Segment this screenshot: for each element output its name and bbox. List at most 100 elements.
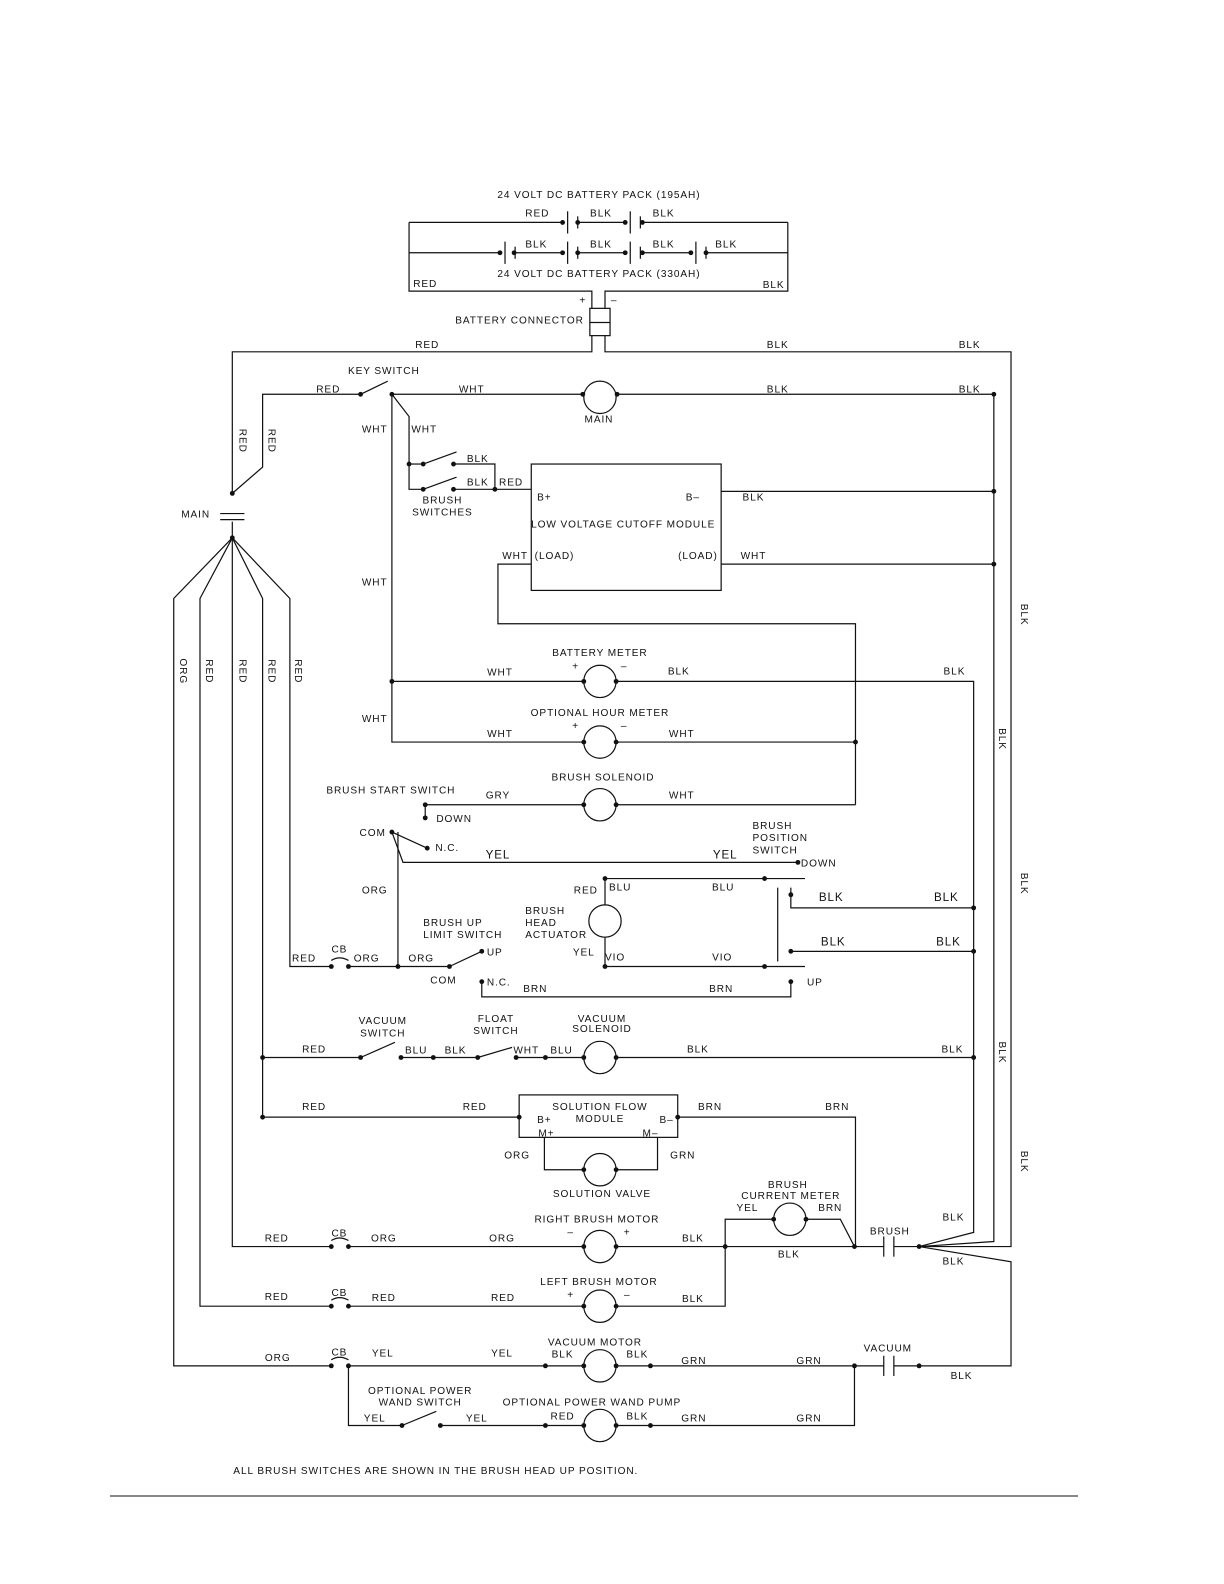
wire-color-label: ORG bbox=[489, 1233, 515, 1244]
junction-dot bbox=[971, 1055, 977, 1060]
junction-dot bbox=[795, 859, 801, 865]
wire-color-label: RED bbox=[574, 886, 598, 897]
wire-color-label: WHT bbox=[459, 384, 485, 395]
junction-dot bbox=[788, 892, 794, 898]
component-label: DOWN bbox=[436, 814, 472, 825]
wire-color-label: RED bbox=[236, 659, 247, 683]
wire-color-label: BLK bbox=[996, 1042, 1007, 1064]
junction-dot bbox=[346, 964, 351, 969]
wire-color-label: BLK bbox=[743, 492, 765, 503]
main-motor-icon bbox=[583, 380, 617, 415]
component-label: B+ bbox=[537, 1115, 551, 1126]
junction-dot bbox=[722, 1244, 728, 1249]
wire bbox=[805, 1218, 856, 1247]
wire-color-label: WHT bbox=[362, 425, 388, 436]
wire-color-label: WHT bbox=[362, 577, 388, 588]
junction-dot bbox=[328, 1244, 334, 1249]
wire bbox=[497, 563, 857, 805]
junction-dot bbox=[516, 1114, 522, 1120]
component-label: + bbox=[567, 1290, 574, 1301]
junction-dot bbox=[613, 1303, 619, 1309]
component-label: VACUUM bbox=[578, 1014, 626, 1025]
wire-color-label: YEL bbox=[372, 1349, 394, 1360]
junction-dot bbox=[762, 964, 768, 969]
component-label: LOW VOLTAGE CUTOFF MODULE bbox=[531, 520, 715, 531]
junction-dot bbox=[853, 739, 858, 745]
component-label: POSITION bbox=[752, 833, 807, 844]
junction-dot bbox=[648, 1423, 653, 1428]
wire-color-label: RED bbox=[236, 429, 247, 453]
junction-dot bbox=[971, 948, 977, 954]
wire bbox=[408, 222, 593, 309]
junction-dot bbox=[581, 802, 587, 808]
vacuum-motor-icon bbox=[583, 1349, 617, 1383]
component-label: M– bbox=[643, 1128, 659, 1139]
junction-dot bbox=[479, 979, 485, 985]
junction-dot bbox=[430, 1055, 436, 1060]
wire-color-label: RED bbox=[266, 429, 277, 453]
wire-color-label: RED bbox=[292, 953, 316, 964]
junction-dot bbox=[229, 535, 235, 541]
component-label: ACTUATOR bbox=[525, 930, 587, 941]
wire-color-label: BLK bbox=[590, 208, 612, 219]
wire-color-label: WHT bbox=[513, 1045, 539, 1056]
wire-color-label: BLK bbox=[626, 1350, 648, 1361]
junction-dot bbox=[613, 1363, 619, 1369]
wire-color-label: GRN bbox=[796, 1413, 821, 1424]
wire-color-label: BLK bbox=[1018, 873, 1029, 895]
wire bbox=[617, 393, 995, 1248]
junction-dot bbox=[389, 678, 395, 684]
wire-color-label: BLK bbox=[767, 340, 789, 351]
junction-dot bbox=[358, 1055, 364, 1060]
wire-color-label: BLK bbox=[763, 280, 785, 291]
junction-dot bbox=[346, 1303, 351, 1309]
component-label: COM bbox=[360, 828, 386, 839]
right-brush-motor-icon bbox=[583, 1229, 617, 1264]
wire bbox=[231, 393, 361, 494]
wire-color-label: RED bbox=[525, 208, 549, 219]
wire-color-label: GRN bbox=[670, 1151, 695, 1162]
junction-dot bbox=[613, 1244, 619, 1249]
hour-meter-icon bbox=[583, 725, 617, 759]
wire-color-label: BLK bbox=[525, 240, 547, 251]
component-label: VACUUM bbox=[864, 1344, 912, 1355]
wire-color-label: BLK bbox=[682, 1233, 704, 1244]
component-label: RIGHT BRUSH MOTOR bbox=[534, 1214, 659, 1225]
component-label: SOLENOID bbox=[572, 1024, 631, 1035]
wire-color-label: YEL bbox=[573, 947, 595, 958]
wire-color-label: BRN bbox=[825, 1102, 849, 1113]
component-label: BRUSH SOLENOID bbox=[551, 772, 654, 783]
junction-dot bbox=[762, 876, 768, 881]
component-label: BRUSH bbox=[525, 906, 565, 917]
wire-color-label: BLK bbox=[1018, 604, 1029, 626]
junction-dot bbox=[688, 250, 694, 256]
wire-color-label: BLK bbox=[996, 728, 1007, 750]
junction-dot bbox=[771, 1216, 777, 1222]
component-label: HEAD bbox=[525, 918, 557, 929]
wire-color-label: GRY bbox=[486, 791, 510, 802]
junction-dot bbox=[622, 250, 628, 256]
wire-color-label: YEL bbox=[491, 1349, 513, 1360]
component-label: + bbox=[572, 721, 579, 732]
component-label: CB bbox=[331, 1288, 347, 1299]
wire-color-label: RED bbox=[491, 1293, 515, 1304]
junction-dot bbox=[613, 1167, 619, 1173]
component-label: SWITCH bbox=[752, 845, 797, 856]
junction-dot bbox=[613, 739, 619, 745]
wire bbox=[422, 476, 457, 490]
junction-dot bbox=[613, 678, 619, 684]
component-label: DOWN bbox=[801, 858, 837, 869]
wire bbox=[422, 451, 457, 465]
wire-color-label: YEL bbox=[364, 1413, 386, 1424]
wire-color-label: RED bbox=[265, 1292, 289, 1303]
junction-dot bbox=[420, 461, 426, 467]
wire-color-label: WHT bbox=[411, 425, 437, 436]
junction-dot bbox=[437, 1423, 443, 1428]
junction-dot bbox=[475, 1055, 481, 1060]
wire-color-label: YEL bbox=[486, 848, 511, 861]
junction-dot bbox=[575, 250, 581, 256]
component-label: OPTIONAL POWER WAND PUMP bbox=[503, 1397, 682, 1408]
component-label: SOLUTION FLOW bbox=[552, 1102, 647, 1113]
junction-dot bbox=[542, 1363, 548, 1369]
